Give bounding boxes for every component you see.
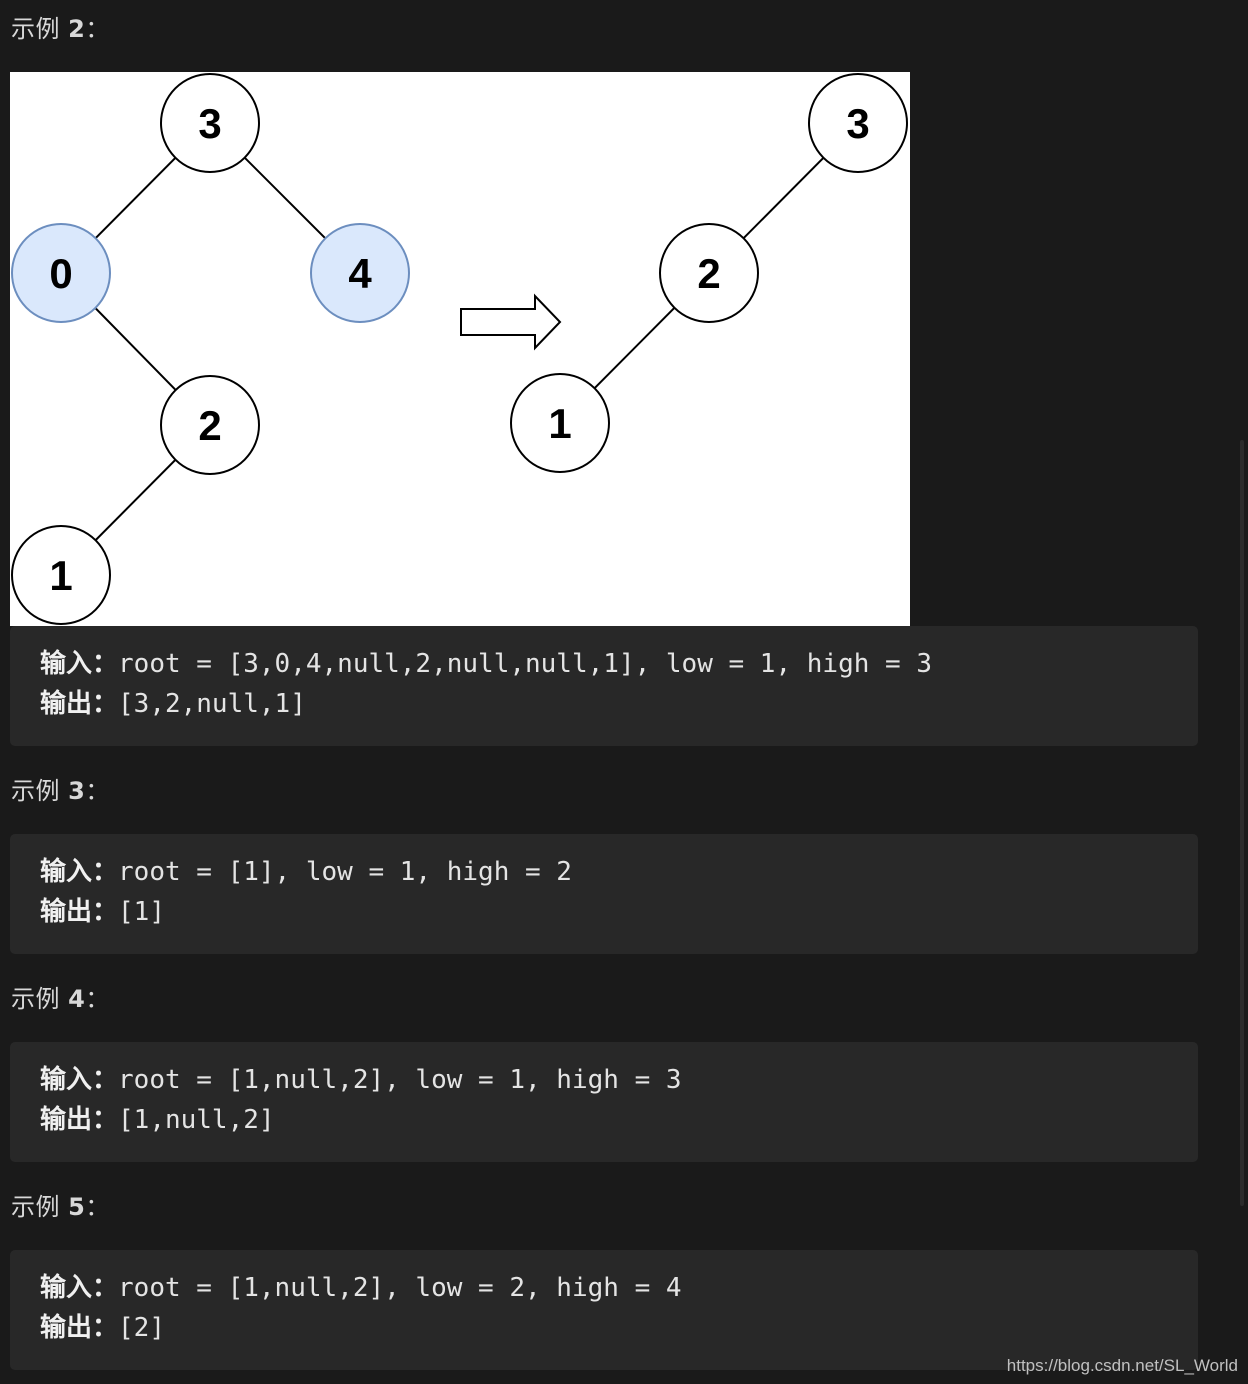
- node-label: 2: [697, 250, 720, 297]
- tree-node-before-4-removed: 4: [310, 223, 410, 323]
- output-label: 输出：: [40, 689, 119, 719]
- node-label: 2: [198, 402, 221, 449]
- example-3-input-line: 输入：root = [1], low = 1, high = 2: [40, 852, 1168, 892]
- tree-node-after-1: 1: [510, 373, 610, 473]
- node-label: 4: [348, 250, 372, 297]
- example-2-output-line: 输出：[3,2,null,1]: [40, 684, 1168, 724]
- example-5-input-line: 输入：root = [1,null,2], low = 2, high = 4: [40, 1268, 1168, 1308]
- input-label: 输入：: [40, 857, 119, 887]
- example-5-output-line: 输出：[2]: [40, 1308, 1168, 1348]
- example-4-code-block: 输入：root = [1,null,2], low = 1, high = 3 …: [10, 1042, 1198, 1162]
- input-value: root = [1,null,2], low = 2, high = 4: [118, 1273, 682, 1303]
- input-label: 输入：: [40, 649, 119, 679]
- tree-node-after-3: 3: [808, 73, 908, 173]
- tree-diagram-svg: 3 0 4 2 1 3 2: [11, 73, 908, 625]
- tree-node-before-1: 1: [11, 525, 111, 625]
- example-4-input-line: 输入：root = [1,null,2], low = 1, high = 3: [40, 1060, 1168, 1100]
- input-value: root = [1,null,2], low = 1, high = 3: [118, 1065, 682, 1095]
- example-2-tree-diagram: 3 0 4 2 1 3 2: [10, 72, 910, 626]
- example-2-input-line: 输入：root = [3,0,4,null,2,null,null,1], lo…: [40, 644, 1168, 684]
- tree-node-before-3: 3: [160, 73, 260, 173]
- tree-node-before-0-removed: 0: [11, 223, 111, 323]
- example-4-output-line: 输出：[1,null,2]: [40, 1100, 1168, 1140]
- example-2-code-block: 输入：root = [3,0,4,null,2,null,null,1], lo…: [10, 626, 1198, 746]
- tree-node-after-2: 2: [659, 223, 759, 323]
- output-label: 输出：: [40, 1313, 119, 1343]
- output-value: [1]: [118, 897, 165, 927]
- output-label: 输出：: [40, 897, 119, 927]
- watermark: https://blog.csdn.net/SL_World: [1006, 1356, 1238, 1375]
- tree-node-before-2: 2: [160, 375, 260, 475]
- node-label: 3: [846, 100, 869, 147]
- input-label: 输入：: [40, 1273, 119, 1303]
- input-value: root = [3,0,4,null,2,null,null,1], low =…: [118, 649, 932, 679]
- example-5-heading: 示例 5：: [11, 1193, 110, 1221]
- node-label: 0: [49, 250, 72, 297]
- vertical-scrollbar[interactable]: [1240, 440, 1244, 1206]
- output-value: [3,2,null,1]: [118, 689, 306, 719]
- input-value: root = [1], low = 1, high = 2: [118, 857, 572, 887]
- example-3-heading: 示例 3：: [11, 777, 110, 805]
- example-2-heading: 示例 2：: [11, 15, 110, 43]
- input-label: 输入：: [40, 1065, 119, 1095]
- node-label: 1: [49, 552, 72, 599]
- output-label: 输出：: [40, 1105, 119, 1135]
- node-label: 1: [548, 400, 571, 447]
- example-3-output-line: 输出：[1]: [40, 892, 1168, 932]
- output-value: [1,null,2]: [118, 1105, 275, 1135]
- example-5-code-block: 输入：root = [1,null,2], low = 2, high = 4 …: [10, 1250, 1198, 1370]
- example-4-heading: 示例 4：: [11, 985, 110, 1013]
- output-value: [2]: [118, 1313, 165, 1343]
- transform-arrow-icon: [460, 293, 562, 351]
- node-label: 3: [198, 100, 221, 147]
- example-3-code-block: 输入：root = [1], low = 1, high = 2 输出：[1]: [10, 834, 1198, 954]
